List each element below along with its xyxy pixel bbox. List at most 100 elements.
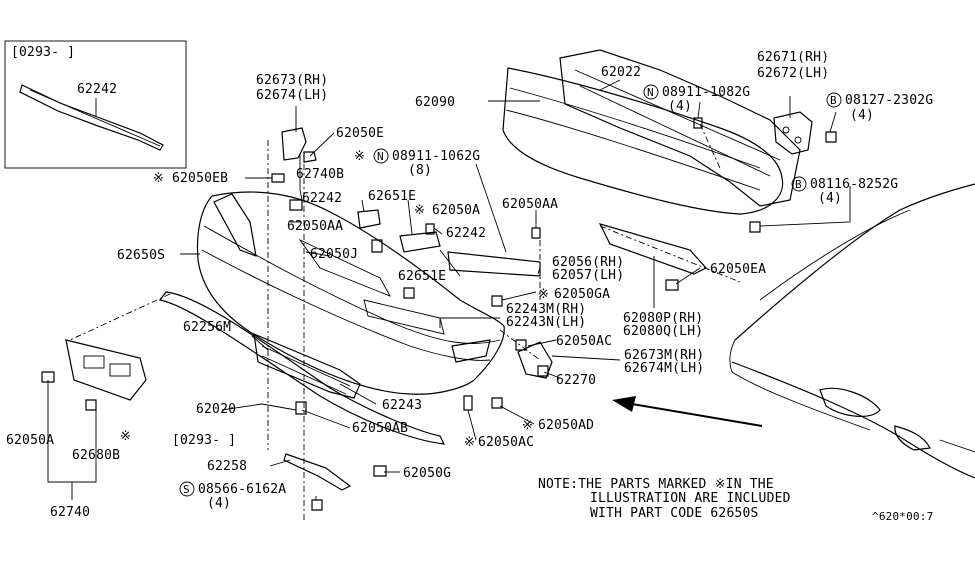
label-08566: 08566-6162A bbox=[198, 482, 286, 497]
alignment-line bbox=[499, 329, 541, 361]
bracket-hole bbox=[794, 136, 802, 144]
label-62057: 62057(LH) bbox=[552, 268, 624, 283]
clip-62050aa-right bbox=[531, 227, 541, 239]
label-62671: 62671(RH) bbox=[757, 50, 829, 65]
leader-line bbox=[407, 199, 413, 235]
circle-n-letter: N bbox=[377, 150, 384, 163]
grommet-62050eb bbox=[271, 173, 285, 183]
label-08566-qty: (4) bbox=[207, 496, 231, 511]
bolt-62050ac-bottom bbox=[463, 395, 473, 411]
direction-arrow-head bbox=[612, 396, 636, 412]
label-62740b: 62740B bbox=[296, 167, 344, 182]
asterisk-icon: ※ bbox=[464, 435, 475, 450]
leader-line bbox=[439, 249, 461, 277]
direction-arrow-shaft bbox=[631, 403, 763, 427]
label-08116: 08116-8252G bbox=[810, 177, 898, 192]
label-62650s: 62650S bbox=[117, 248, 165, 263]
reinforcement-62080p bbox=[598, 223, 707, 275]
inset-date-range: [0293- ] bbox=[11, 45, 75, 60]
label-62673: 62673(RH) bbox=[256, 73, 328, 88]
circle-s-letter: S bbox=[183, 483, 190, 496]
leader-line bbox=[527, 339, 557, 347]
fascia-corner-light bbox=[451, 339, 491, 363]
clip-62050ea bbox=[665, 279, 679, 291]
label-62050ad: 62050AD bbox=[538, 418, 594, 433]
bracket-hole bbox=[782, 126, 790, 134]
bolt-08127 bbox=[825, 131, 837, 143]
diagram-code: ^620*00:7 bbox=[872, 510, 933, 523]
bracket-62673 bbox=[281, 127, 307, 161]
label-62243n: 62243N(LH) bbox=[506, 315, 586, 330]
leader-line bbox=[251, 335, 269, 351]
leader-line bbox=[697, 101, 701, 119]
leader-line bbox=[599, 79, 621, 91]
bracket-62056 bbox=[447, 251, 541, 277]
label-62050a-top: 62050A bbox=[432, 203, 480, 218]
label-08911-1062g: 08911-1062G bbox=[392, 149, 480, 164]
label-62674m: 62674M(LH) bbox=[624, 361, 704, 376]
leader-line bbox=[499, 405, 535, 425]
leader-line bbox=[299, 154, 303, 201]
fascia-crease-1 bbox=[203, 225, 501, 344]
leader-line bbox=[47, 380, 97, 483]
retainer-62243m bbox=[363, 299, 445, 335]
armature-rib-1 bbox=[509, 87, 761, 169]
asterisk-icon: ※ bbox=[120, 429, 131, 444]
label-62740: 62740 bbox=[50, 505, 90, 520]
label-62020: 62020 bbox=[196, 402, 236, 417]
label-62050ea: 62050EA bbox=[710, 262, 766, 277]
vehicle-side-marker bbox=[894, 425, 931, 451]
label-62050a-left: 62050A bbox=[6, 433, 54, 448]
license-bracket-62740 bbox=[65, 339, 147, 401]
label-62243: 62243 bbox=[382, 398, 422, 413]
label-62050ac-bottom: 62050AC bbox=[478, 435, 534, 450]
leader-line bbox=[829, 111, 837, 133]
bumper-armature bbox=[502, 67, 784, 215]
circle-b-icon bbox=[826, 92, 842, 108]
label-62242-a: 62242 bbox=[302, 191, 342, 206]
leader-line bbox=[475, 163, 507, 253]
bracket-window bbox=[109, 363, 131, 377]
leader-line bbox=[269, 459, 291, 467]
asterisk-icon: ※ bbox=[538, 287, 549, 302]
vehicle-headlamp bbox=[819, 387, 881, 417]
label-62673m: 62673M(RH) bbox=[624, 348, 704, 363]
asterisk-icon: ※ bbox=[354, 149, 365, 164]
inset-frame bbox=[4, 40, 187, 169]
bracket-62270 bbox=[537, 365, 549, 377]
label-62050j: 62050J bbox=[310, 247, 358, 262]
leader-line bbox=[543, 371, 561, 379]
label-62050aa-right: 62050AA bbox=[502, 197, 558, 212]
label-08127: 08127-2302G bbox=[845, 93, 933, 108]
clip-62050ad bbox=[491, 397, 503, 409]
screw-08566 bbox=[311, 499, 323, 511]
leader-line bbox=[537, 267, 541, 275]
leader-line bbox=[551, 355, 621, 361]
bracket-window bbox=[83, 355, 105, 369]
inset-reinforcement bbox=[19, 84, 164, 151]
leader-line bbox=[301, 409, 351, 429]
label-62270: 62270 bbox=[556, 373, 596, 388]
circle-n-icon bbox=[373, 148, 389, 164]
asterisk-icon: ※ bbox=[522, 418, 533, 433]
bracket-62258 bbox=[283, 453, 352, 491]
clip-62050g bbox=[373, 465, 387, 477]
bolt-08116 bbox=[749, 221, 761, 233]
label-62680b: 62680B bbox=[72, 448, 120, 463]
vehicle-fender-line bbox=[939, 439, 975, 453]
label-62050e: 62050E bbox=[336, 126, 384, 141]
leader-line bbox=[467, 409, 477, 441]
label-08911-1062g-qty: (8) bbox=[408, 163, 432, 178]
lower-grille-62256m bbox=[253, 333, 361, 399]
circle-s-icon bbox=[179, 481, 195, 497]
absorber-rib-2 bbox=[579, 85, 771, 177]
label-62674: 62674(LH) bbox=[256, 88, 328, 103]
bracket-62651e bbox=[399, 231, 441, 253]
alignment-line bbox=[599, 225, 741, 283]
label-62651e-bottom: 62651E bbox=[398, 269, 446, 284]
label-08911-1082g-qty: (4) bbox=[668, 99, 692, 114]
vehicle-hood-crease bbox=[759, 209, 911, 301]
leader-line bbox=[221, 403, 297, 411]
